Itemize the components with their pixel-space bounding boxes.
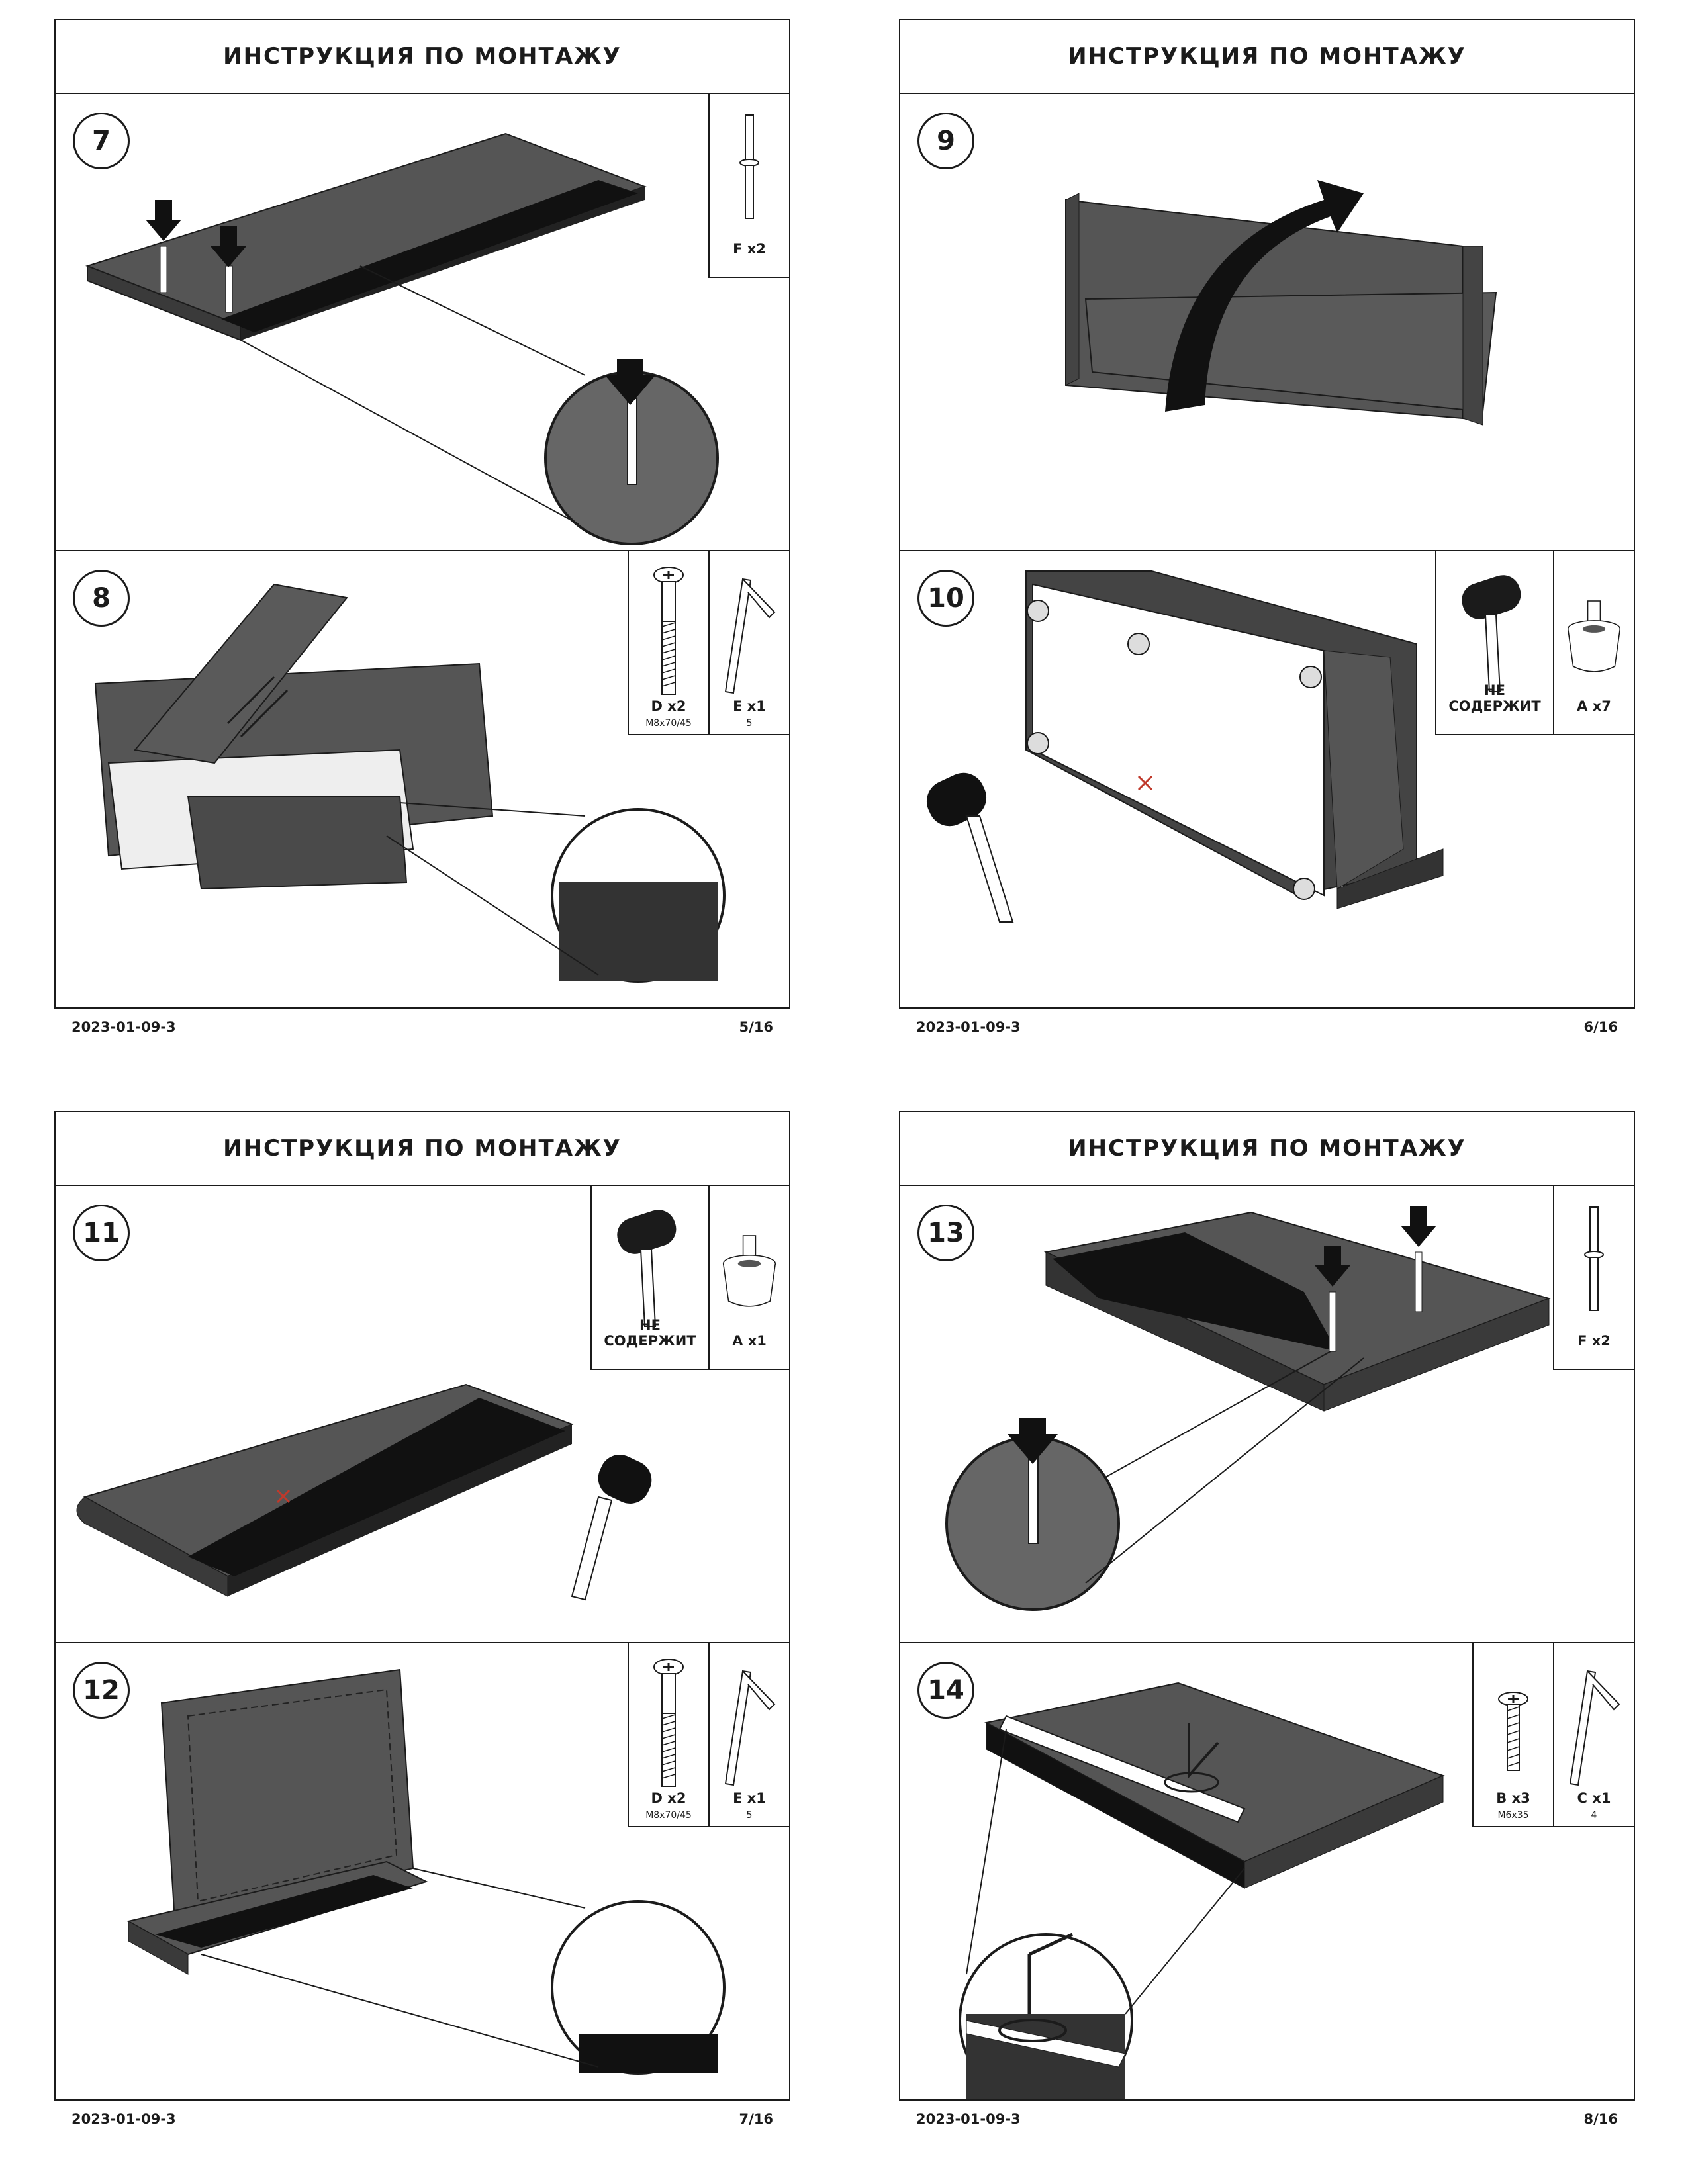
step-7: 7 F x2 [56,94,789,551]
step-13: 13 F x2 [900,1186,1634,1643]
step-14: 14 B x3 M6x35 [900,1643,1634,2099]
part-label: A x1 [732,1333,767,1349]
part-mallet: НЕ СОДЕРЖИТ [592,1186,708,1369]
foot-icon [713,1219,786,1325]
page-frame: ИНСТРУКЦИЯ ПО МОНТАЖУ 13 [899,1111,1635,2101]
step-12-illustration [126,1668,726,2075]
step-9: 9 [900,94,1634,551]
part-e: E x1 5 [708,551,789,734]
part-a: A x1 [708,1186,789,1369]
step-number: 14 [917,1662,974,1719]
parts-box: НЕ СОДЕРЖИТ A x1 [590,1186,789,1370]
step-11-illustration [76,1383,652,1601]
part-spec: 4 [1591,1810,1597,1821]
part-label: F x2 [733,241,766,257]
part-a: A x7 [1553,551,1634,734]
doc-date: 2023-01-09-3 [71,1019,176,1035]
hex-key-icon [716,566,782,698]
parts-box: D x2 M8x70/45 E x1 5 [628,1643,789,1827]
part-label: C x1 [1577,1790,1611,1806]
step-number: 10 [917,570,974,627]
part-label: НЕ СОДЕРЖИТ [1448,682,1541,714]
hex-key-icon [716,1658,782,1790]
parts-box: D x2 M8x70/45 E x1 5 [628,551,789,735]
page-title: ИНСТРУКЦИЯ ПО МОНТАЖУ [900,20,1634,94]
step-8-illustration [94,583,726,983]
step-number: 13 [917,1205,974,1261]
page-title: ИНСТРУКЦИЯ ПО МОНТАЖУ [56,1112,789,1186]
dowel-icon [736,109,763,228]
step-number: 9 [917,113,974,169]
page-number: 5/16 [739,1019,773,1035]
part-label: E x1 [733,1790,766,1806]
part-mallet: НЕ СОДЕРЖИТ [1436,551,1553,734]
page-number: 7/16 [739,2111,773,2127]
step-13-illustration [945,1206,1552,1611]
part-spec: M6x35 [1497,1810,1529,1821]
page-footer: 2023-01-09-3 6/16 [916,1019,1618,1046]
page-frame: ИНСТРУКЦИЯ ПО МОНТАЖУ 9 10 [899,19,1635,1009]
part-f: F x2 [710,94,789,277]
page-frame: ИНСТРУКЦИЯ ПО МОНТАЖУ 11 НЕ СОДЕРЖИТ [54,1111,790,2101]
part-label: D x2 [651,698,686,714]
hex-key-icon [1561,1658,1627,1790]
parts-box: B x3 M6x35 C x1 4 [1472,1643,1634,1827]
bolt-icon [649,1658,688,1790]
page-footer: 2023-01-09-3 8/16 [916,2111,1618,2138]
doc-date: 2023-01-09-3 [71,2111,176,2127]
part-spec: M8x70/45 [645,1810,692,1821]
part-c: C x1 4 [1553,1643,1634,1826]
part-label: B x3 [1496,1790,1530,1806]
page-title: ИНСТРУКЦИЯ ПО МОНТАЖУ [56,20,789,94]
part-b: B x3 M6x35 [1474,1643,1553,1826]
foot-icon [1558,584,1630,690]
step-number: 12 [73,1662,130,1719]
page-footer: 2023-01-09-3 5/16 [71,1019,773,1046]
step-10-illustration [926,570,1444,923]
step-number: 8 [73,570,130,627]
part-f: F x2 [1554,1186,1634,1369]
parts-box: F x2 [1553,1186,1634,1370]
part-d: D x2 M8x70/45 [629,551,708,734]
step-10: 10 НЕ СОДЕРЖИТ [900,551,1634,1007]
part-label: A x7 [1577,698,1611,714]
page-footer: 2023-01-09-3 7/16 [71,2111,773,2138]
step-14-illustration [959,1682,1445,2099]
step-11: 11 НЕ СОДЕРЖИТ A x1 [56,1186,789,1643]
part-label: F x2 [1577,1333,1611,1349]
page-frame: ИНСТРУКЦИЯ ПО МОНТАЖУ 7 [54,19,790,1009]
parts-box: F x2 [708,94,789,278]
part-label: D x2 [651,1790,686,1806]
doc-date: 2023-01-09-3 [916,1019,1021,1035]
dowel-icon [1581,1201,1607,1320]
mallet-icon [1448,566,1541,698]
bolt-icon [649,566,688,698]
part-d: D x2 M8x70/45 [629,1643,708,1826]
page-number: 8/16 [1583,2111,1618,2127]
screw-icon [1493,1690,1533,1782]
step-number: 7 [73,113,130,169]
part-spec: 5 [746,718,753,729]
part-label: E x1 [733,698,766,714]
parts-box: НЕ СОДЕРЖИТ A x7 [1435,551,1634,735]
mallet-icon [604,1201,696,1333]
doc-date: 2023-01-09-3 [916,2111,1021,2127]
part-spec: 5 [746,1810,753,1821]
page-number: 6/16 [1583,1019,1618,1035]
part-spec: M8x70/45 [645,718,692,729]
part-e: E x1 5 [708,1643,789,1826]
step-number: 11 [73,1205,130,1261]
step-7-illustration [85,132,719,545]
page-title: ИНСТРУКЦИЯ ПО МОНТАЖУ [900,1112,1634,1186]
step-8: 8 D x2 M8x70/45 E x [56,551,789,1007]
step-9-illustration [1065,180,1497,426]
step-12: 12 D x2 M8x70/45 E [56,1643,789,2099]
part-label: НЕ СОДЕРЖИТ [604,1317,696,1349]
